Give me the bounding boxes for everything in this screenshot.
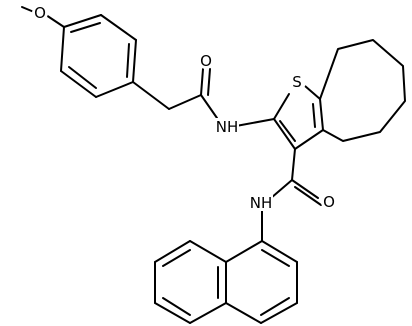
naphthyl-nh: NH [249,194,273,212]
bond-naph-1 [225,240,263,263]
methoxy-oxygen: O [32,4,48,22]
bond-naph-6 [261,240,298,263]
bond-methyl-o [21,6,35,13]
bond-benzene-inner-1 [68,66,97,89]
amide-nh-label: NH [216,118,239,136]
bond-benzene-inner-3 [70,22,101,33]
bond-thiophene-inner-1 [312,103,316,128]
carboxamide-oxygen-label: O [323,193,335,211]
atom-labels: O O NH S O NH [32,4,337,212]
naphthyl-nh-label: NH [250,194,273,212]
amide-nh: NH [215,118,239,136]
bond-naph-8 [154,240,191,263]
bond-ch2-co [168,94,202,110]
bond-nh-c2 [235,118,275,127]
bond-thiophene-inner-2 [279,120,296,142]
bond-naph-10 [154,302,191,324]
sulfur-label: S [292,73,302,91]
bond-co-o-1 [200,68,204,96]
carboxamide-oxygen: O [321,193,337,211]
bond-benzene-1 [60,26,65,72]
bond-co-o-2 [207,68,211,96]
bond-o-aryl [45,14,65,28]
bond-c7a-c3a [319,98,324,131]
bond-ring-ch2 [132,81,170,110]
bond-co-nh [200,94,218,119]
bond-naph-inner-2 [260,297,290,316]
bond-amide-c-nh [270,179,293,199]
bond-naph-11 [189,302,227,324]
bond-c3-amide-c [291,148,296,181]
bond-cycloheptane [319,39,406,142]
bond-s-c7a [304,85,321,100]
ketone-oxygen-label: O [200,52,212,70]
methoxy-oxygen-label: O [34,4,46,22]
bond-c2-s [273,93,290,120]
bond-naph-inner-4 [162,249,191,267]
bond-naph-7 [189,240,227,263]
bond-amide-c-o-1 [291,179,319,199]
bond-naph-3 [225,302,262,324]
bond-c3-c2 [273,118,296,150]
bond-benzene-6 [63,14,102,28]
bond-amide-c-o-2 [294,186,322,206]
bond-benzene-2 [60,70,97,98]
bond-benzene-inner-2 [126,43,130,78]
bond-naph-inner-1 [261,249,290,267]
bond-naph-4 [260,302,298,324]
ketone-oxygen: O [198,52,214,70]
bond-naph-inner-5 [162,297,191,316]
bond-benzene-4 [132,39,137,83]
bond-c3a-c3 [294,129,324,150]
sulfur: S [288,73,306,91]
bond-benzene-5 [100,14,137,41]
bond-lines [21,6,406,324]
bond-benzene-3 [95,81,134,98]
